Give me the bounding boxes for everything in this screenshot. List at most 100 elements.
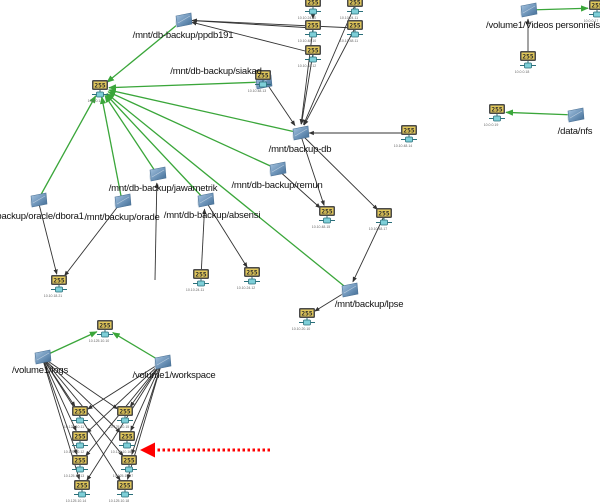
server-host-icon[interactable]: 255 [97,320,113,337]
host-ip-label: 10.125.10.15 [109,425,129,429]
server-host-icon[interactable]: 255 [72,406,88,423]
edge-datanfs-to-hNfs [506,112,575,115]
host-ip-label: 10.10.48.13 [248,89,267,93]
server-host-icon[interactable]: 255 [305,20,321,37]
host-screen-text: 255 [349,0,360,7]
host-screen-text: 255 [119,409,130,416]
host-screen-text: 255 [246,270,257,277]
share-label: /mnt/db-backup/jawametrik [109,184,218,194]
host-screen-text: 255 [301,311,312,318]
server-host-icon[interactable]: 255 [347,0,363,14]
host-screen-text: 255 [119,483,130,490]
host-screen-text: 255 [491,107,502,114]
share-label: /data/nfs [558,127,593,137]
server-host-icon[interactable]: 255 [520,51,536,68]
share-label: /mnt/backup/lpse [335,300,404,310]
host-ip-label: 10.125.10.11 [64,425,84,429]
host-ip-label: 10.10.24.11 [186,288,204,292]
edge-siakad-to-hMain [109,82,263,88]
host-ip-label: 10.0.0.18 [515,70,530,74]
host-screen-text: 255 [99,323,110,330]
host-ip-label: 10.0.0.17 [584,19,599,23]
edge-hAb0-to-jawametrik [155,183,157,280]
host-screen-text: 255 [349,23,360,30]
server-host-icon[interactable]: 255 [589,0,600,17]
host-screen-text: 255 [94,83,105,90]
server-host-icon[interactable]: 255 [121,455,137,472]
share-label: /volume1/logs [12,366,68,376]
host-ip-label: 10.10.48.11 [340,39,358,43]
host-ip-label: 10.10.24.10 [298,16,317,20]
network-share-folder-icon[interactable] [292,126,309,140]
host-ip-label: 10.0.0.1 [88,99,101,103]
server-host-icon[interactable]: 255 [74,480,90,497]
host-ip-label: 10.10.48.10 [298,39,317,43]
network-share-folder-icon[interactable] [114,194,131,208]
network-share-folder-icon[interactable] [154,355,171,369]
host-ip-label: 10.125.10.10 [89,339,109,343]
share-label: /mnt/backup/oracle/dbora1 [0,212,84,222]
server-host-icon[interactable]: 255 [305,0,321,14]
server-host-icon[interactable]: 255 [72,455,88,472]
server-host-icon[interactable]: 255 [193,269,209,286]
host-screen-text: 255 [74,458,85,465]
host-screen-text: 255 [74,409,85,416]
server-host-icon[interactable]: 255 [244,267,260,284]
server-host-icon[interactable]: 255 [117,406,133,423]
network-share-folder-icon[interactable] [30,193,47,207]
host-ip-label: 10.10.48.15 [312,225,331,229]
host-screen-text: 255 [123,458,134,465]
host-screen-text: 255 [307,48,318,55]
host-ip-label: 10.0.0.19 [484,123,499,127]
edge-videos-to-hVid [528,8,588,10]
share-label: /mnt/db-backup/absensi [164,211,260,221]
server-host-icon[interactable]: 255 [117,480,133,497]
host-screen-text: 255 [307,0,318,7]
host-screen-text: 255 [53,278,64,285]
share-label: /volume1/workspace [133,371,216,381]
share-label: /mnt/db-backup/remun [231,181,322,191]
edge-remun-to-hMain [108,92,277,169]
network-share-folder-icon[interactable] [567,108,584,122]
host-screen-text: 255 [307,23,318,30]
edge-hT4-to-ppdb191 [192,20,355,28]
host-screen-text: 255 [76,483,87,490]
host-ip-label: 10.10.18.21 [44,294,63,298]
server-host-icon[interactable]: 255 [92,80,108,97]
server-host-icon[interactable]: 255 [119,431,135,448]
server-host-icon[interactable]: 255 [72,431,88,448]
host-ip-label: 10.125.10.16 [111,450,131,454]
server-host-icon[interactable]: 255 [319,206,335,223]
edge-hLpse-to-lpse [353,216,384,282]
host-screen-text: 255 [195,272,206,279]
edge-dbora1-to-hMain [38,96,96,200]
network-share-folder-icon[interactable] [520,3,537,17]
network-share-folder-icon[interactable] [149,167,166,181]
network-share-folder-icon[interactable] [269,162,286,176]
server-host-icon[interactable]: 255 [305,45,321,62]
host-ip-label: 10.10.20.10 [292,327,311,331]
host-screen-text: 255 [378,211,389,218]
host-ip-label: 10.10.24.11 [340,16,358,20]
host-ip-label: 10.10.48.12 [298,64,317,68]
server-host-icon[interactable]: 255 [51,275,67,292]
share-label: /mnt/db-backup/siakad [170,67,261,77]
host-ip-label: 10.10.48.17 [369,227,388,231]
server-host-icon[interactable]: 255 [347,20,363,37]
server-host-icon[interactable]: 255 [376,208,392,225]
share-label: /mnt/db-backup/ppdb191 [133,31,234,41]
host-screen-text: 255 [121,434,132,441]
network-share-folder-icon[interactable] [175,13,192,27]
server-host-icon[interactable]: 255 [299,308,315,325]
host-screen-text: 255 [522,54,533,61]
share-label: /mnt/backup-db [269,145,332,155]
share-label: /mnt/backup/orade [84,213,159,223]
server-host-icon[interactable]: 255 [489,104,505,121]
server-host-icon[interactable]: 255 [401,125,417,142]
edge-workspace-to-hVol [113,333,162,362]
host-ip-label: 10.125.10.17 [113,474,133,478]
host-ip-label: 10.125.10.12 [64,450,84,454]
host-ip-label: 10.10.48.14 [394,144,413,148]
host-ip-label: 10.10.24.12 [237,286,256,290]
edge-backupdb-to-hMain [109,90,300,133]
